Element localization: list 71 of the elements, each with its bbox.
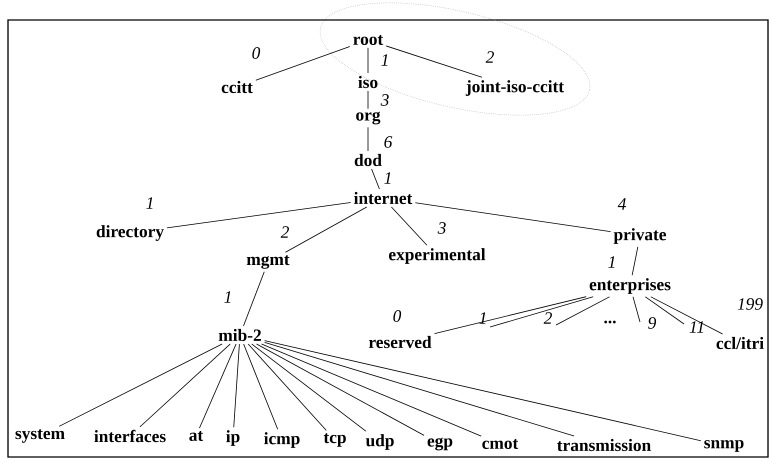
tree-line — [166, 202, 352, 228]
tree-line — [140, 344, 231, 428]
tree-line — [243, 271, 265, 326]
node-label: directory — [96, 225, 164, 241]
node-label: iso — [358, 76, 378, 88]
tree-line — [490, 296, 594, 328]
edge-label: 1 — [384, 172, 390, 184]
edge-label: 1 — [146, 197, 152, 209]
edge-label: 9 — [648, 317, 656, 329]
node-label: joint-iso-ccitt — [466, 80, 564, 96]
node-label: tcp — [324, 433, 346, 447]
edge-label: 2 — [280, 226, 289, 238]
tree-line — [632, 296, 640, 322]
node-label: at — [189, 431, 204, 441]
tree-line — [264, 342, 575, 436]
tree-line — [256, 344, 424, 436]
edge-label: 1 — [381, 54, 388, 66]
edge-label: 4 — [618, 198, 626, 210]
node-label: private — [614, 228, 666, 244]
edge-label: 199 — [738, 298, 763, 310]
node-label: transmission — [557, 438, 651, 452]
tree-line — [414, 202, 611, 232]
ellipsis: ... — [604, 320, 616, 324]
tree-line — [248, 344, 327, 431]
tree-line — [58, 344, 223, 427]
node-label: snmp — [704, 440, 744, 452]
tree-line — [233, 344, 240, 428]
tree-line — [285, 206, 368, 253]
node-label: interfaces — [94, 430, 166, 442]
edge-label: 1 — [608, 256, 614, 268]
tree-line — [650, 296, 723, 334]
tree-line — [391, 206, 428, 246]
tree-line — [199, 344, 236, 428]
edge-label: 2 — [486, 51, 494, 63]
edge-label: 2 — [544, 312, 552, 324]
tree-line — [644, 296, 684, 324]
edge-label: 0 — [252, 47, 260, 59]
tree-line — [264, 340, 702, 442]
node-label: udp — [366, 434, 394, 450]
node-label: mgmt — [246, 255, 290, 269]
node-label: root — [353, 35, 384, 45]
node-label: egp — [428, 438, 452, 450]
tree-line — [556, 296, 610, 326]
edge-label: 3 — [380, 94, 389, 106]
edge-label: 0 — [393, 310, 402, 322]
edge-label: 3 — [438, 222, 446, 234]
edge-label: 11 — [690, 321, 704, 333]
node-label: icmp — [264, 432, 300, 448]
tree-line — [255, 46, 350, 81]
tree-line — [261, 344, 482, 436]
tree-line — [632, 246, 638, 276]
node-label: ccl/itri — [716, 336, 764, 350]
node-label: ccitt — [222, 80, 253, 94]
node-label: mib-2 — [218, 328, 261, 342]
node-label: system — [16, 429, 65, 443]
edge-label: 1 — [479, 312, 486, 324]
node-label: org — [356, 112, 380, 124]
node-label: reserved — [368, 336, 432, 348]
node-label: dod — [354, 154, 382, 166]
tree-line — [434, 296, 587, 334]
node-label: internet — [354, 192, 412, 204]
edge-label: 6 — [384, 136, 392, 148]
node-label: ip — [226, 430, 240, 446]
node-label: cmot — [482, 439, 518, 449]
tree-line — [371, 168, 380, 190]
tree-line — [243, 344, 278, 430]
edge-label: 1 — [224, 291, 230, 303]
tree-line — [251, 344, 366, 432]
tree-line — [386, 46, 482, 78]
node-label: experimental — [388, 248, 486, 264]
node-label: enterprises — [590, 278, 670, 294]
